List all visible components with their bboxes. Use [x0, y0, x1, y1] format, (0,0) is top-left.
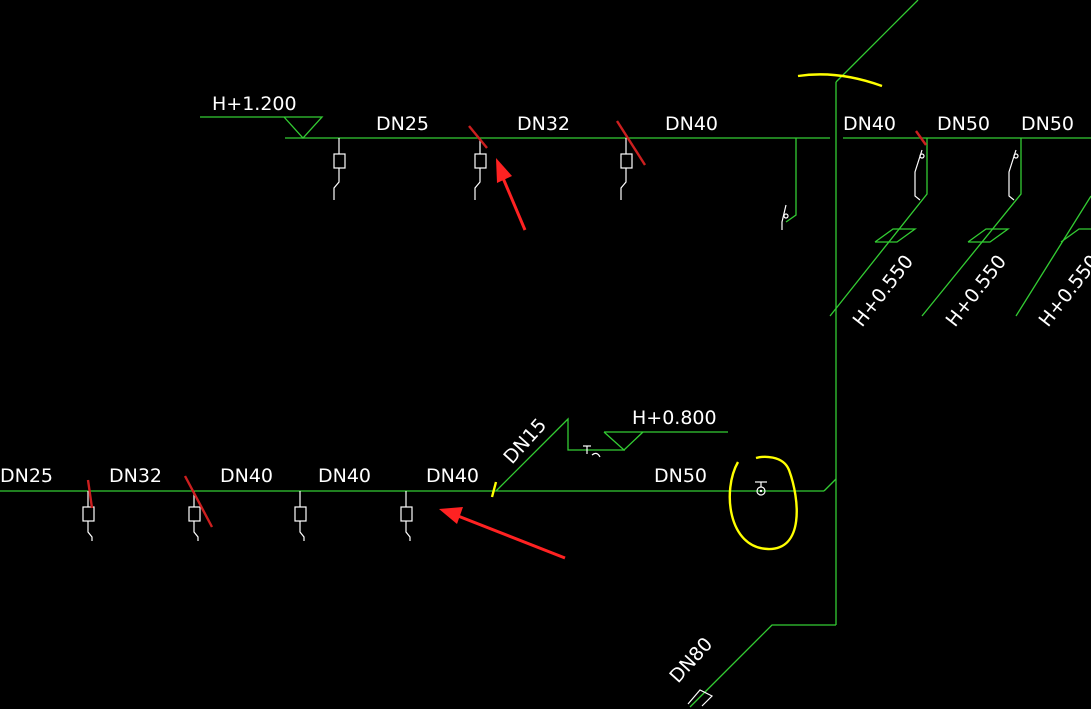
lower-fixture-4 [400, 491, 413, 541]
upper-size-label-6: DN50 [1021, 113, 1074, 135]
yellow-circle-valve [728, 455, 798, 551]
lower-fixture-3 [294, 491, 307, 541]
upper-size-label-2: DN32 [517, 113, 570, 135]
markups [86, 73, 927, 551]
elevation-symbol-h0550-1 [874, 228, 918, 243]
lower-size-label-4: DN40 [318, 465, 371, 487]
riser-valve-1 [914, 149, 925, 201]
elevation-label-h0800: H+0.800 [632, 407, 717, 429]
upper-drop-pipe [785, 138, 797, 223]
elevation-markers [200, 116, 1091, 451]
riser-diagonal-2 [921, 138, 1022, 317]
red-slash-upper-3 [915, 130, 927, 146]
fixtures [82, 138, 1019, 707]
riser-valve-2 [1008, 149, 1019, 201]
dn80-end-symbol [687, 689, 714, 707]
upper-size-label-5: DN50 [937, 113, 990, 135]
upper-size-label-1: DN25 [376, 113, 429, 135]
red-slash-lower-1 [86, 479, 94, 509]
red-slash-upper-1 [468, 125, 488, 149]
lower-size-label-1: DN25 [0, 465, 53, 487]
red-arrow-lower [439, 507, 566, 560]
elevation-symbol-h1200 [200, 116, 324, 139]
lower-size-label-3: DN40 [220, 465, 273, 487]
circled-valve-symbol [755, 481, 767, 496]
lower-size-label-6: DN50 [654, 465, 707, 487]
upper-size-label-3: DN40 [665, 113, 718, 135]
red-arrow-upper [496, 158, 527, 231]
upper-fixture-1 [333, 138, 346, 200]
red-slash-upper-2 [615, 120, 647, 166]
lower-size-label-5: DN40 [426, 465, 479, 487]
red-slash-lower-2 [183, 475, 214, 528]
riser-diagonal-3 [1015, 195, 1091, 317]
upper-fixture-3 [620, 138, 633, 200]
elevation-symbol-h0800 [603, 431, 644, 451]
yellow-mark-top [797, 73, 883, 88]
yellow-tick-lower [490, 481, 498, 498]
upper-size-label-4: DN40 [843, 113, 896, 135]
top-diagonal-pipe [835, 0, 919, 83]
elevation-label-h1200: H+1.200 [212, 93, 297, 115]
elevation-symbol-h0550-2 [967, 228, 1011, 243]
elevation-symbol-h0550-3 [1060, 228, 1091, 243]
lower-fixture-1 [82, 491, 95, 541]
dn15-valve [583, 445, 601, 458]
drop-valve [781, 204, 789, 230]
dn80-supply-pipe [689, 624, 836, 708]
dn15-branch-pipe [495, 417, 625, 492]
lower-size-label-2: DN32 [109, 465, 162, 487]
riser-diagonal-1 [829, 138, 928, 317]
lower-main-elbow [823, 478, 837, 492]
